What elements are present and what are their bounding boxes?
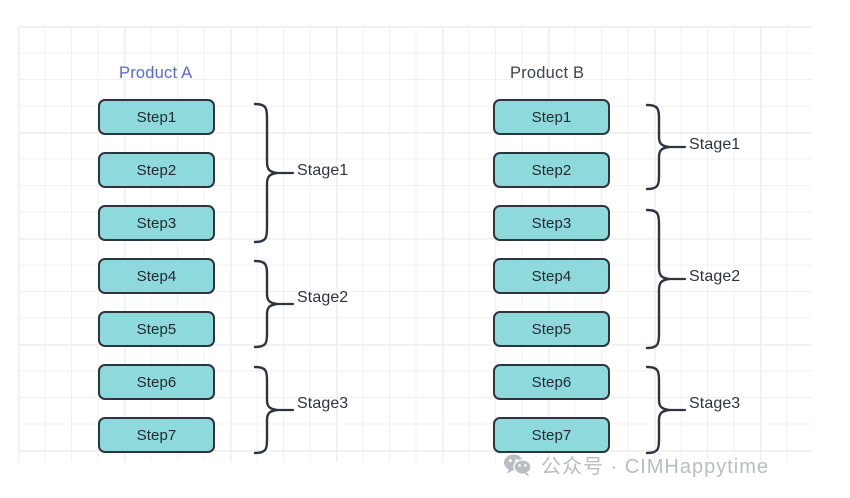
stage-label-b-2: Stage2 bbox=[689, 268, 741, 285]
column-title-product-b: Product B bbox=[510, 64, 585, 82]
step-box-a-7[interactable]: Step7 bbox=[98, 417, 215, 453]
bracket-a-stage2 bbox=[253, 258, 299, 350]
step-box-a-3[interactable]: Step3 bbox=[98, 205, 215, 241]
watermark-text: 公众号 · CIMHappytime bbox=[541, 456, 770, 478]
stage-label-b-3: Stage3 bbox=[689, 395, 741, 412]
step-box-a-2[interactable]: Step2 bbox=[98, 152, 215, 188]
step-box-b-5[interactable]: Step5 bbox=[493, 311, 610, 347]
wechat-icon bbox=[503, 453, 533, 477]
step-box-a-5[interactable]: Step5 bbox=[98, 311, 215, 347]
step-box-b-1[interactable]: Step1 bbox=[493, 99, 610, 135]
step-box-b-4[interactable]: Step4 bbox=[493, 258, 610, 294]
step-box-a-4[interactable]: Step4 bbox=[98, 258, 215, 294]
stage-label-a-2: Stage2 bbox=[297, 289, 349, 306]
watermark: 公众号 · CIMHappytime bbox=[503, 450, 769, 479]
bracket-a-stage3 bbox=[253, 364, 299, 456]
column-title-product-a: Product A bbox=[119, 64, 193, 82]
stage-label-a-3: Stage3 bbox=[297, 395, 349, 412]
stage-label-b-1: Stage1 bbox=[689, 136, 741, 153]
step-box-a-6[interactable]: Step6 bbox=[98, 364, 215, 400]
step-box-b-6[interactable]: Step6 bbox=[493, 364, 610, 400]
step-box-b-3[interactable]: Step3 bbox=[493, 205, 610, 241]
stage-label-a-1: Stage1 bbox=[297, 162, 349, 179]
step-box-b-2[interactable]: Step2 bbox=[493, 152, 610, 188]
bracket-b-stage3 bbox=[645, 364, 691, 456]
step-box-a-1[interactable]: Step1 bbox=[98, 99, 215, 135]
step-box-b-7[interactable]: Step7 bbox=[493, 417, 610, 453]
bracket-b-stage1 bbox=[645, 102, 691, 192]
bracket-a-stage1 bbox=[253, 100, 299, 246]
bracket-b-stage2 bbox=[645, 206, 691, 352]
